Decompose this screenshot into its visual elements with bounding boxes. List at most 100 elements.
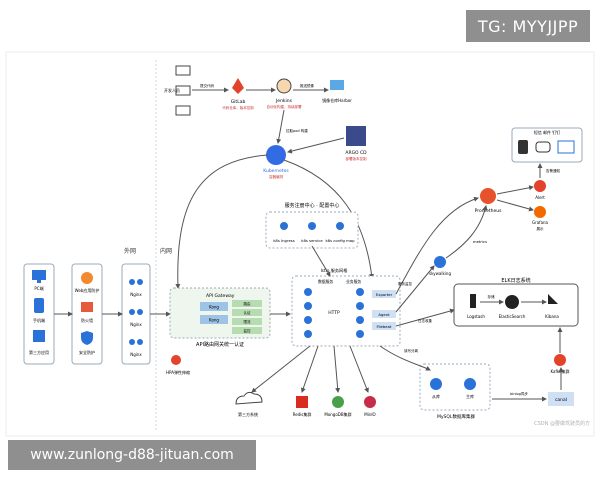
kibana-icon — [548, 294, 558, 304]
edge-services-redis — [300, 345, 319, 393]
gateway-auth: 认证 — [244, 310, 251, 315]
harbor-icon — [330, 80, 344, 90]
prometheus-label: Prometheus — [475, 208, 503, 214]
kibana-label: Kibana — [545, 314, 559, 319]
edge-sky-prom — [445, 205, 488, 259]
client-phone: 手机端 — [33, 317, 45, 323]
gitlab-label: GitLab — [231, 99, 246, 105]
gateway-title: API Gateway — [206, 293, 235, 299]
jenkins-label: Jenkins — [275, 98, 293, 104]
argocd-sub: 部署版本控制 — [346, 156, 367, 161]
registry-icons — [280, 222, 344, 230]
service-module-icons — [304, 288, 364, 338]
edge-prom-grafana — [496, 199, 534, 212]
jenkins-sub: 自动化构建，持续部署 — [267, 104, 302, 109]
service-data: 数据服务 — [318, 279, 333, 284]
skywalking-label: skywalking — [429, 271, 451, 276]
agent-exporter-label: Exporter — [376, 292, 393, 297]
gateway-kong-2-label: Kong — [209, 318, 219, 323]
sms-icon — [518, 140, 528, 154]
log-label: 日志收集 — [418, 318, 432, 323]
agent-agent-label: Agent — [378, 312, 390, 317]
elasticsearch-label: ElasticSearch — [499, 314, 526, 319]
bottom-mongo: MongoDB集群 — [324, 411, 351, 417]
elk-title: ELK日志系统 — [501, 277, 530, 284]
db-caption: MySQL数据库集群 — [437, 413, 475, 420]
zone-inner-label: 内网 — [160, 247, 172, 255]
chat-icon — [535, 141, 551, 153]
url-overlay: www.zunlong-d88-jituan.com — [8, 440, 256, 470]
edge-prom-alert — [496, 185, 534, 195]
registry-service: k8s service — [301, 238, 323, 243]
elk-store-label: 存储 — [488, 294, 496, 299]
edge-pull-label: 拉取pod 构建 — [286, 128, 308, 133]
dev-laptops — [175, 65, 191, 116]
hpa-label: HPA弹性伸缩 — [166, 369, 190, 375]
metrics-label: metrics — [473, 239, 487, 244]
binlog-label: binlog同步 — [510, 391, 528, 396]
firewall-icon — [81, 302, 93, 312]
gateway-kong-2 — [200, 315, 228, 324]
monitor-label: 服务监控 — [398, 281, 412, 286]
agent-exporter — [372, 290, 396, 298]
gateway-kong-1 — [200, 302, 228, 311]
security-waf: Web应用防护 — [75, 287, 100, 293]
client-pc: PC端 — [34, 285, 43, 291]
registry-ingress: k8s Ingress — [273, 238, 295, 243]
gitlab-icon — [232, 78, 244, 94]
agent-filebeat-label: Filebeat — [377, 324, 392, 329]
service-biz: 业务服务 — [346, 279, 361, 284]
mail-icon — [557, 140, 575, 154]
prometheus-icon — [480, 188, 496, 204]
shield-icon — [81, 331, 93, 345]
gateway-feature-chips — [232, 300, 262, 334]
edge-k8s-services — [283, 159, 375, 279]
nginx-1: Nginx — [130, 292, 142, 297]
edge-services-minio — [349, 345, 369, 393]
bottom-stores — [235, 391, 376, 408]
edge-services-db — [379, 345, 431, 371]
watermark: CSDN @要做驾驶员的方 — [534, 421, 590, 427]
grafana-label: Grafana — [532, 220, 549, 225]
grafana-sub: 展示 — [537, 226, 545, 231]
argocd-label: ARGO CD — [345, 150, 367, 156]
zone-outer-label: 外网 — [124, 247, 136, 255]
edge-argo-k8s — [287, 137, 345, 154]
registry-configmap: k8s config map — [325, 238, 355, 243]
agent-agent — [372, 310, 396, 318]
edge-k8s-gateway — [175, 154, 269, 289]
jenkins-icon — [276, 78, 292, 94]
hpa-icon — [171, 355, 181, 365]
edge-agent-sky — [395, 265, 435, 313]
harbor-label: 镜像仓库Harbor — [322, 97, 352, 103]
client-third: 第三方应用 — [29, 349, 49, 355]
db-box — [419, 363, 491, 411]
gitlab-sub: 代码仓库，版本控制 — [222, 105, 254, 110]
grafana-icon — [534, 206, 546, 218]
waf-icon — [81, 272, 93, 284]
master-db-icon — [464, 378, 476, 390]
edge-jenkins-k8s — [276, 109, 285, 144]
registry-title: 服务注册中心 · 配置中心 — [285, 202, 340, 209]
notify-sub: 告警通知 — [546, 168, 560, 173]
nginx-group — [121, 263, 151, 365]
security-firewall: 防火墙 — [81, 317, 93, 323]
edge-services-third — [251, 345, 311, 393]
gateway-route: 路由 — [244, 301, 251, 306]
pc-icon — [32, 270, 46, 283]
elasticsearch-icon — [505, 295, 519, 309]
agent-filebeat — [372, 322, 396, 330]
canal-box — [548, 392, 574, 406]
edge-push-label: 推送镜像 — [300, 83, 314, 88]
k8s-icon — [266, 145, 286, 165]
edge-filebeat-elk — [395, 308, 455, 327]
edge-commit-label: 提交代码 — [200, 83, 214, 88]
edge-services-mongo — [333, 345, 341, 393]
nginx-2: Nginx — [130, 322, 142, 327]
alert-icon — [534, 180, 546, 192]
canal-label: canal — [555, 397, 567, 403]
nginx-3: Nginx — [130, 352, 142, 357]
gateway-caption: API路由网关统一认证 — [196, 341, 244, 348]
app-icon — [33, 330, 45, 342]
